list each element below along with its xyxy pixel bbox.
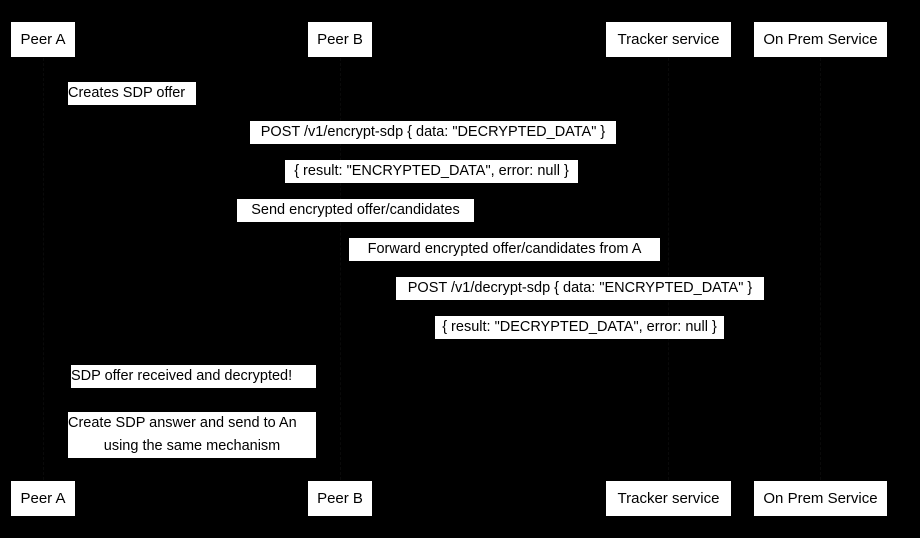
message-label-send-encrypted-offer: Send encrypted offer/candidates bbox=[237, 199, 474, 222]
lifeline-tracker bbox=[668, 58, 669, 480]
participant-label: Peer B bbox=[317, 31, 363, 48]
participant-on-prem-bottom[interactable]: On Prem Service bbox=[753, 480, 888, 517]
note-line-2: using the same mechanism bbox=[103, 438, 281, 454]
participant-label: Peer B bbox=[317, 490, 363, 507]
participant-label: Tracker service bbox=[617, 490, 720, 507]
participant-peer-b-top[interactable]: Peer B bbox=[307, 21, 373, 58]
note-create-sdp-answer: Create SDP answer and send to An using t… bbox=[68, 412, 316, 458]
participant-label: Peer A bbox=[20, 490, 66, 507]
note-line-1: Create SDP answer and send to An bbox=[68, 415, 297, 431]
participant-peer-b-bottom[interactable]: Peer B bbox=[307, 480, 373, 517]
participant-tracker-top[interactable]: Tracker service bbox=[605, 21, 732, 58]
participant-on-prem-top[interactable]: On Prem Service bbox=[753, 21, 888, 58]
participant-label: Tracker service bbox=[617, 31, 720, 48]
message-label-creates-sdp-offer: Creates SDP offer bbox=[68, 82, 196, 105]
message-label-encrypt-sdp-result: { result: "ENCRYPTED_DATA", error: null … bbox=[285, 160, 578, 183]
message-label-post-decrypt-sdp: POST /v1/decrypt-sdp { data: "ENCRYPTED_… bbox=[396, 277, 764, 300]
message-label-decrypt-sdp-result: { result: "DECRYPTED_DATA", error: null … bbox=[435, 316, 724, 339]
participant-tracker-bottom[interactable]: Tracker service bbox=[605, 480, 732, 517]
lifeline-peer-a bbox=[43, 58, 44, 480]
message-label-post-encrypt-sdp: POST /v1/encrypt-sdp { data: "DECRYPTED_… bbox=[250, 121, 616, 144]
participant-label: On Prem Service bbox=[763, 490, 878, 507]
message-label-sdp-offer-received: SDP offer received and decrypted! bbox=[71, 365, 316, 388]
participant-peer-a-top[interactable]: Peer A bbox=[10, 21, 76, 58]
lifeline-on-prem bbox=[820, 58, 821, 480]
participant-label: On Prem Service bbox=[763, 31, 878, 48]
participant-label: Peer A bbox=[20, 31, 66, 48]
participant-peer-a-bottom[interactable]: Peer A bbox=[10, 480, 76, 517]
message-label-forward-encrypted-offer: Forward encrypted offer/candidates from … bbox=[349, 238, 660, 261]
lifeline-peer-b bbox=[340, 58, 341, 480]
